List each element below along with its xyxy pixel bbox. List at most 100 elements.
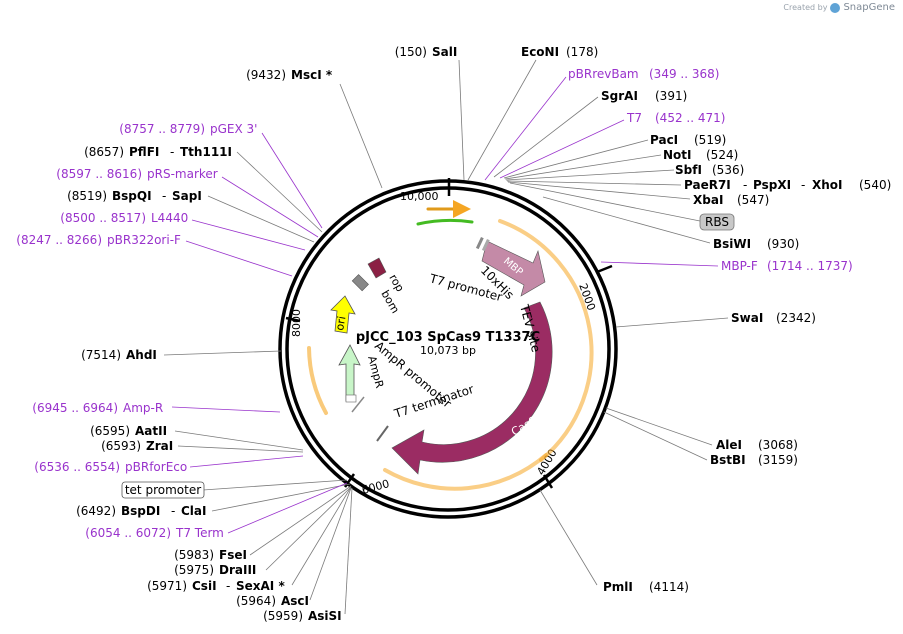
primer-l4440[interactable]: L4440 [151,211,188,225]
enzyme-paer7i[interactable]: PaeR7I [684,178,731,192]
leader-fsei [249,485,352,556]
leader-xhoi [506,180,682,186]
primer-prs-marker[interactable]: pRS-marker [147,167,218,181]
enzyme-paci[interactable]: PacI [650,133,678,147]
leader-asisi [344,487,353,615]
primer-amp-r[interactable]: Amp-R [123,401,163,415]
leader-t7-term [227,482,348,534]
enzyme-fsei[interactable]: FseI [219,548,247,562]
primer-labels: pBRrevBam (349 .. 368) T7 (452 .. 471) M… [16,67,852,540]
enzyme-asci-pos: (5964) [236,594,276,608]
rop-feature[interactable] [367,257,387,279]
enzyme-tth111i[interactable]: Tth111I [180,145,232,159]
primer-arrow-top-green [416,218,474,226]
enzyme-bspdi-sep: - [171,504,175,518]
cas9-feature[interactable] [391,301,553,475]
enzyme-bspdi[interactable]: BspDI [121,504,160,518]
tick-2000 [596,264,613,274]
enzyme-asci[interactable]: AscI [281,594,309,608]
enzyme-bstbi[interactable]: BstBI [710,453,746,467]
primer-t7-range: (452 .. 471) [655,111,725,125]
enzyme-swai[interactable]: SwaI [731,311,763,325]
leader-sbfi [505,169,675,181]
primer-arc-cas9 [383,453,548,491]
enzyme-bspdi-pos: (6492) [76,504,116,518]
enzyme-sapi[interactable]: SapI [172,189,202,203]
enzyme-clai[interactable]: ClaI [181,504,206,518]
enzyme-noti-pos: (524) [706,148,738,162]
enzyme-pflfi[interactable]: PflFI [129,145,159,159]
enzyme-sexai[interactable]: SexAI * [236,579,285,593]
enzyme-ahdi[interactable]: AhdI [126,348,157,362]
leader-econi [467,59,537,181]
primer-mbp-f[interactable]: MBP-F [721,259,758,273]
rbs-label[interactable]: RBS [705,215,729,229]
primer-pbrforeco[interactable]: pBRforEco [125,460,187,474]
ori-feature[interactable] [330,295,356,334]
enzyme-pmli[interactable]: PmlI [603,580,633,594]
primer-arc-mbp-f [498,219,594,462]
snapgene-logo-icon [830,2,841,13]
primer-mbp-f-range: (1714 .. 1737) [767,259,853,273]
his-tag-mark [475,237,484,250]
primer-arcs [307,200,594,491]
features: MBP Cas9 AmpR ori rop bom [330,237,553,475]
leader-mbp-f [600,261,719,267]
tick-marks [285,178,613,489]
primer-t7-term[interactable]: T7 Term [175,526,224,540]
enzyme-bsiwi-pos: (930) [767,237,799,251]
ampr-feature[interactable] [338,344,361,402]
leader-rbs [509,182,701,222]
enzyme-draiii[interactable]: DraIII [219,563,256,577]
enzyme-pmli-pos: (4114) [649,580,689,594]
enzyme-paci-pos: (519) [694,133,726,147]
enzyme-econi[interactable]: EcoNI [521,45,559,59]
enzyme-sgrai-pos: (391) [655,89,687,103]
primer-pbrrevbam-range: (349 .. 368) [649,67,719,81]
enzyme-bsiwi[interactable]: BsiWI [713,237,751,251]
leader-draiii [265,486,352,571]
primer-pbr322ori-f-range: (8247 .. 8266) [16,233,102,247]
enzyme-sbfi[interactable]: SbfI [675,163,702,177]
enzyme-csii-pos: (5971) [147,579,187,593]
enzyme-csii[interactable]: CsiI [192,579,217,593]
enzyme-xbai[interactable]: XbaI [693,193,723,207]
leader-tet-promoter [202,479,348,491]
enzyme-sgrai[interactable]: SgrAI [601,89,638,103]
leader-zrai [177,445,304,453]
primer-pbrforeco-range: (6536 .. 6554) [34,460,120,474]
primer-t7[interactable]: T7 [626,111,642,125]
enzyme-zrai[interactable]: ZraI [146,439,173,453]
ampr-promoter-tick [351,396,365,413]
primer-pbrrevbam[interactable]: pBRrevBam [568,67,639,81]
leader-swai [615,317,729,328]
enzyme-xhoi[interactable]: XhoI [812,178,843,192]
enzyme-alei[interactable]: AleI [716,438,742,452]
mbp-feature[interactable] [481,240,546,297]
tet-promoter-label[interactable]: tet promoter [125,483,201,497]
plasmid-size: 10,073 bp [420,344,476,357]
enzyme-labels-left: (8657) PflFI - Tth111I (8519) BspQI - Sa… [67,145,342,623]
enzyme-swai-pos: (2342) [776,311,816,325]
primer-prs-marker-range: (8597 .. 8616) [56,167,142,181]
bom-feature[interactable] [351,274,369,292]
enzyme-msci[interactable]: MscI * [291,68,333,82]
enzyme-pspxi[interactable]: PspXI [753,178,791,192]
enzyme-sali[interactable]: SalI [432,45,457,59]
leader-aatii [174,430,304,451]
enzyme-labels: (150) SalI EcoNI (178) (9432) MscI * Sgr… [246,45,891,594]
enzyme-aatii[interactable]: AatII [135,424,167,438]
enzyme-xhoi-pos: (540) [859,178,891,192]
enzyme-asisi[interactable]: AsiSI [308,609,342,623]
primer-pbr322ori-f[interactable]: pBR322ori-F [107,233,181,247]
enzyme-bspqi[interactable]: BspQI [112,189,152,203]
enzyme-noti[interactable]: NotI [663,148,692,162]
enzyme-sbfi-pos: (536) [712,163,744,177]
enzyme-paer7i-sep2: - [801,178,805,192]
t7-terminator-mark [376,425,389,442]
primer-pgex3[interactable]: pGEX 3' [210,122,257,136]
enzyme-pflfi-pos: (8657) [84,145,124,159]
primer-pgex3-range: (8757 .. 8779) [119,122,205,136]
enzyme-bstbi-pos: (3159) [758,453,798,467]
tet-promoter-box [121,481,205,499]
